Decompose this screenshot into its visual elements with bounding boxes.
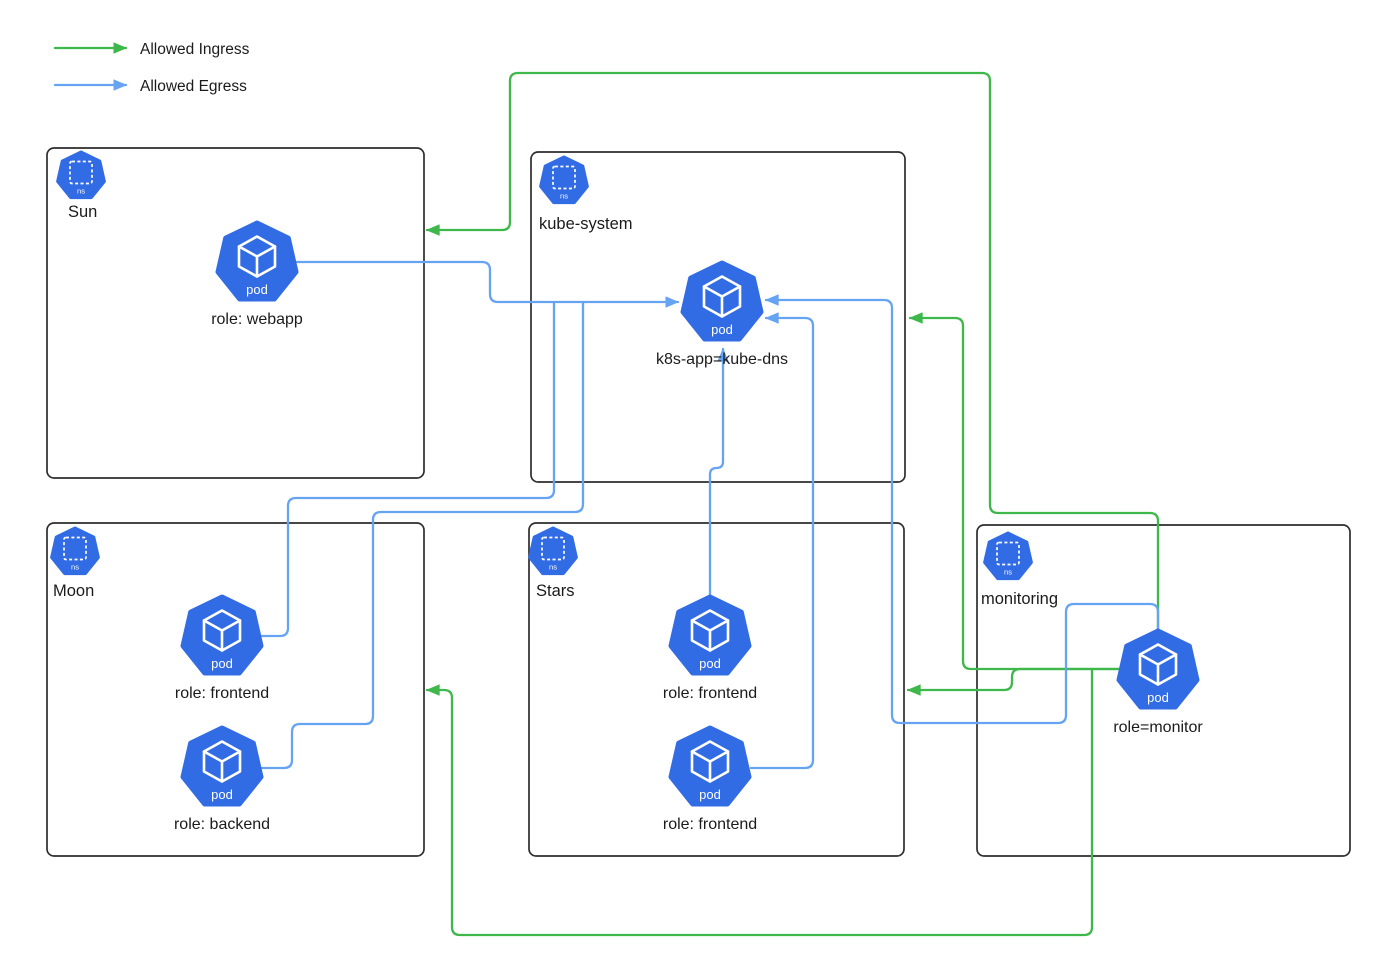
namespace-label-kube-system: kube-system — [539, 215, 633, 233]
namespace-label-stars: Stars — [536, 582, 575, 600]
namespace-label-sun: Sun — [68, 203, 97, 221]
pod-icon — [1119, 631, 1197, 707]
edge-egress-monitor-to-kube-dns — [764, 294, 1160, 725]
ns-icon — [983, 531, 1033, 581]
pod-moon-frontend[interactable]: role: frontend — [175, 597, 269, 702]
edge-ingress-monitor-to-sun — [425, 71, 1160, 636]
pod-label-moon-backend: role: backend — [174, 816, 270, 833]
pod-webapp[interactable]: role: webapp — [211, 223, 303, 328]
pods: role: webapp k8s-app=kube-dns role: fron… — [174, 223, 1203, 833]
pod-icon — [183, 597, 261, 673]
namespace-box-moon[interactable] — [46, 522, 425, 857]
pod-monitor[interactable]: role=monitor — [1113, 631, 1203, 736]
pod-icon — [183, 728, 261, 804]
edge-ingress-monitor-to-kube-system — [908, 312, 1121, 671]
edge-egress-moon-frontend-to-kube-dns — [260, 301, 556, 638]
pod-label-monitor: role=monitor — [1113, 719, 1203, 736]
namespace-label-monitoring: monitoring — [981, 590, 1058, 608]
pod-stars-frontend-bottom[interactable]: role: frontend — [663, 728, 757, 833]
pod-icon — [671, 597, 749, 673]
pod-label-moon-frontend: role: frontend — [175, 685, 269, 702]
ns-icon — [539, 155, 589, 205]
edge-egress-stars-frontend-bottom-to-kube-dns — [749, 312, 815, 770]
namespace-box-sun[interactable] — [46, 147, 425, 479]
namespace-box-stars[interactable] — [528, 522, 905, 857]
legend: Allowed Ingress Allowed Egress — [53, 41, 250, 95]
edge-egress-moon-backend-to-kube-dns — [260, 301, 585, 770]
pod-label-stars-frontend-bottom: role: frontend — [663, 816, 757, 833]
legend-egress-label: Allowed Egress — [140, 78, 247, 95]
ingress-edges — [425, 71, 1160, 937]
namespace-headers: Sun kube-system Moon Stars monitoring — [50, 150, 1058, 608]
egress-edges — [260, 260, 1160, 770]
ns-icon — [56, 150, 106, 200]
pod-moon-backend[interactable]: role: backend — [174, 728, 270, 833]
pod-label-stars-frontend-top: role: frontend — [663, 685, 757, 702]
pod-icon — [683, 263, 761, 339]
edge-egress-webapp-to-kube-dns — [294, 260, 680, 308]
ns-icon — [50, 526, 100, 576]
pod-stars-frontend-top[interactable]: role: frontend — [663, 597, 757, 702]
edge-ingress-monitor-to-moon — [425, 667, 1094, 937]
pod-label-webapp: role: webapp — [211, 311, 303, 328]
pod-label-kube-dns: k8s-app=kube-dns — [656, 351, 788, 368]
edge-ingress-monitor-to-stars — [906, 667, 1121, 696]
pod-kube-dns[interactable]: k8s-app=kube-dns — [656, 263, 788, 368]
legend-ingress-label: Allowed Ingress — [140, 41, 250, 58]
pod-icon — [218, 223, 296, 299]
edge-egress-stars-frontend-top-to-kube-dns — [708, 347, 729, 600]
pod-icon — [671, 728, 749, 804]
ns-icon — [528, 526, 578, 576]
namespace-label-moon: Moon — [53, 582, 94, 600]
